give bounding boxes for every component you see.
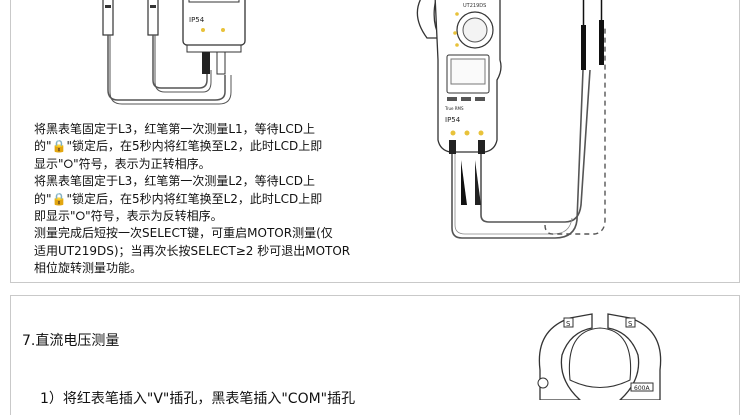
instruction-line: 的"🔒"锁定后，在5秒内将红笔换至L2，此时LCD上即	[34, 191, 323, 206]
instruction-line: 将黑表笔固定于L3，红笔第一次测量L2，等待LCD上	[34, 174, 315, 189]
clamp-rating-label: 600A	[634, 385, 650, 392]
ip-rating-label-2: IP54	[445, 116, 461, 124]
instruction-line: 相位旋转测量功能。	[34, 261, 143, 276]
instruction-line: 即显示"⭘"符号，表示为反转相序。	[34, 209, 223, 224]
step-1-text: 1）将红表笔插入"V"插孔，黑表笔插入"COM"插孔	[40, 391, 356, 407]
ip-rating-label: IP54	[189, 16, 205, 24]
instruction-line: 的"🔒"锁定后，在5秒内将红笔换至L2，此时LCD上即	[34, 139, 323, 154]
clamp-left-label: S	[566, 320, 571, 328]
clamp-head-illustration: S S 600A	[537, 313, 662, 400]
upper-instruction-panel	[10, 0, 740, 283]
model-label: UT219DS	[463, 3, 486, 9]
instruction-line: 将黑表笔固定于L3，红笔第一次测量L1，等待LCD上	[34, 122, 315, 136]
probe-connection-illustration: IP54	[102, 0, 246, 105]
instruction-line: 适用UT219DS)；当再次长按SELECT≥2 秒可退出MOTOR	[34, 243, 351, 258]
clamp-meter-illustration: UT219DS True RMS IP54	[416, 0, 606, 239]
instruction-line: 显示"⭘"符号，表示为正转相序。	[34, 156, 211, 171]
motor-phase-instructions: 将黑表笔固定于L3，红笔第一次测量L1，等待LCD上 的"🔒"锁定后，在5秒内将…	[34, 121, 374, 278]
clamp-right-label: S	[628, 320, 633, 328]
instruction-line: 测量完成后短按一次SELECT键，可重启MOTOR测量(仅	[34, 226, 333, 241]
section-title: 7.直流电压测量	[22, 333, 120, 349]
true-rms-label: True RMS	[444, 106, 464, 111]
